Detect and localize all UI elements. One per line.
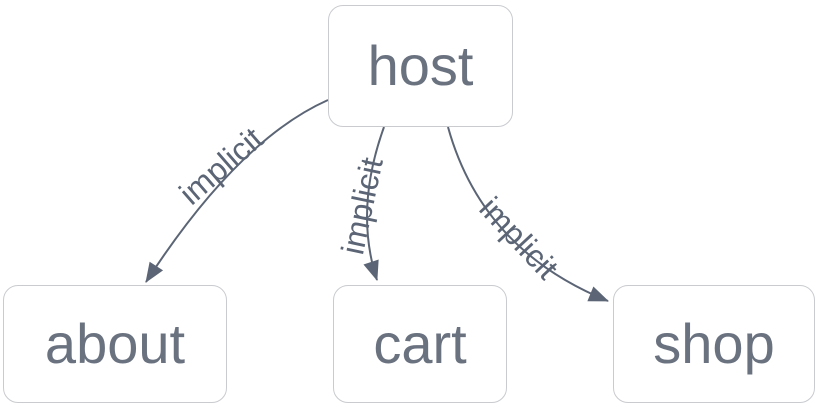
edge-host-cart: [363, 126, 385, 281]
node-cart-label: cart: [373, 312, 467, 375]
edge-host-shop: [447, 126, 609, 302]
node-about-label: about: [44, 312, 186, 375]
node-host-label: host: [367, 34, 474, 97]
node-host: host: [328, 5, 513, 127]
edge-label-host-cart: implicit: [334, 154, 390, 257]
node-about: about: [3, 285, 227, 403]
node-shop: shop: [613, 285, 815, 403]
node-shop-label: shop: [653, 312, 775, 375]
edge-label-host-about: implicit: [172, 120, 269, 211]
edge-label-host-shop: implicit: [472, 190, 565, 286]
edge-host-about: [145, 99, 329, 283]
node-cart: cart: [333, 285, 507, 403]
